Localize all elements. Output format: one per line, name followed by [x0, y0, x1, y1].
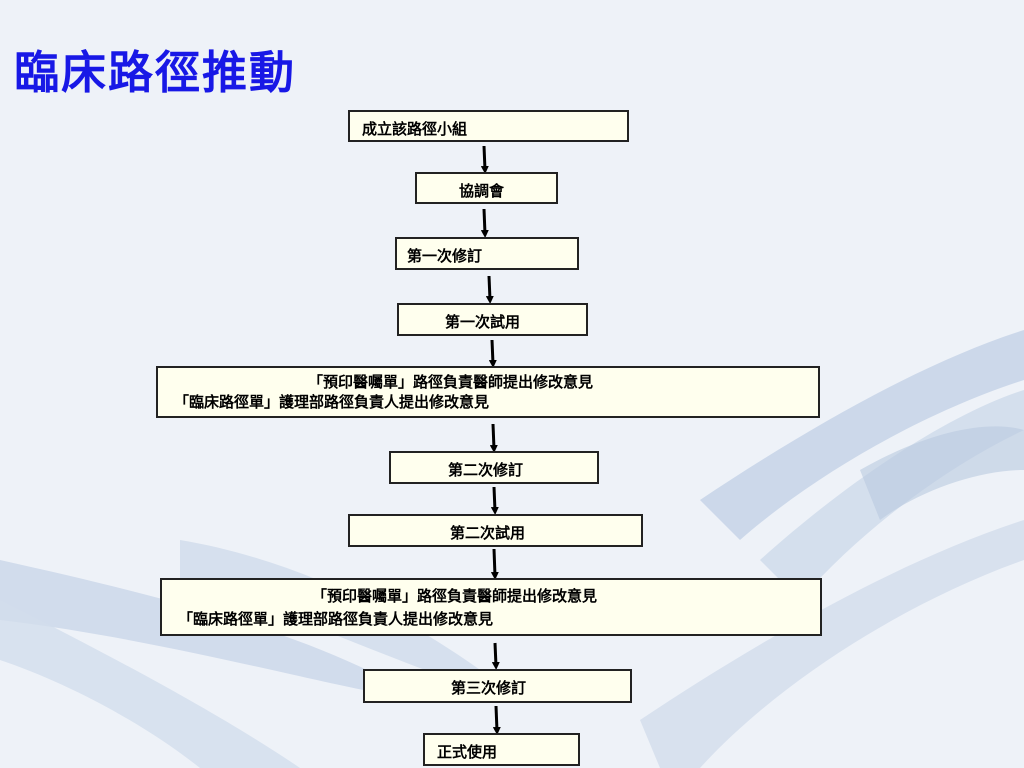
- step-label: 第三次修訂: [451, 679, 527, 697]
- slide-title: 臨床路徑推動: [14, 46, 297, 99]
- step-second-revision: 第二次修訂: [389, 451, 599, 484]
- step-label: 協調會: [459, 182, 505, 200]
- feedback-line-orders: 「預印醫囑單」路徑負責醫師提出修改意見: [308, 373, 594, 391]
- swoosh-lower-left-2: [0, 600, 300, 768]
- feedback-line-nursing: 「臨床路徑單」護理部路徑負責人提出修改意見: [178, 610, 494, 628]
- arrow-5: [489, 423, 498, 453]
- step-first-revision: 第一次修訂: [395, 237, 579, 270]
- step-label: 成立該路徑小組: [362, 120, 468, 138]
- swoosh-right-blob: [860, 426, 1024, 520]
- step-label: 第二次試用: [450, 524, 526, 542]
- arrow-6: [490, 486, 499, 515]
- arrow-4: [488, 339, 497, 368]
- step-second-feedback: 「預印醫囑單」路徑負責醫師提出修改意見 「臨床路徑單」護理部路徑負責人提出修改意…: [160, 578, 822, 636]
- step-second-trial: 第二次試用: [348, 514, 643, 547]
- arrow-2: [480, 208, 489, 238]
- step-first-trial: 第一次試用: [397, 303, 588, 336]
- step-first-feedback: 「預印醫囑單」路徑負責醫師提出修改意見 「臨床路徑單」護理部路徑負責人提出修改意…: [156, 366, 820, 418]
- step-form-pathway-team: 成立該路徑小組: [348, 110, 629, 142]
- arrow-1: [480, 145, 489, 174]
- arrow-8: [491, 642, 500, 670]
- swoosh-right-lower: [640, 520, 1024, 768]
- step-label: 正式使用: [437, 743, 498, 761]
- step-label: 第一次試用: [445, 313, 521, 331]
- step-label: 第一次修訂: [407, 247, 483, 265]
- step-official-use: 正式使用: [423, 733, 580, 766]
- feedback-line-orders: 「預印醫囑單」路徑負責醫師提出修改意見: [312, 587, 598, 605]
- arrow-9: [492, 705, 501, 735]
- step-label: 第二次修訂: [448, 461, 524, 479]
- swoosh-right-upper: [700, 330, 1024, 540]
- feedback-line-nursing: 「臨床路徑單」護理部路徑負責人提出修改意見: [174, 393, 490, 411]
- step-coordination-meeting: 協調會: [415, 172, 558, 204]
- arrow-7: [490, 548, 499, 580]
- step-third-revision: 第三次修訂: [363, 669, 632, 703]
- arrow-3: [485, 275, 494, 304]
